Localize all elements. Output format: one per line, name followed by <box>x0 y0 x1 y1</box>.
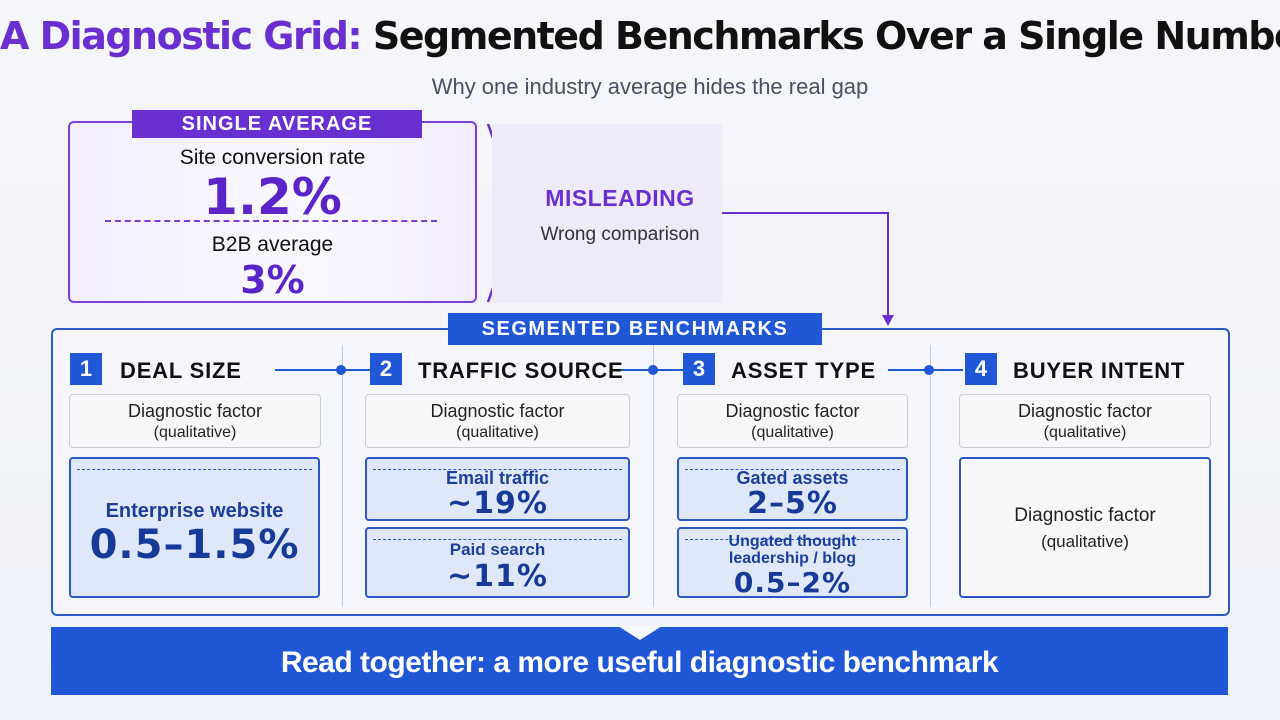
factor-line1: Diagnostic factor <box>1017 401 1153 421</box>
stat-box: Gated assets 2–5% <box>677 457 908 521</box>
stat-label: Enterprise website <box>105 500 284 522</box>
stat-value: 0.5–2% <box>733 566 852 598</box>
misleading-subtitle: Wrong comparison <box>540 224 700 245</box>
stat-label: Email traffic <box>445 468 550 488</box>
stat-box: Email traffic ~19% <box>365 457 630 521</box>
stat-label: Gated assets <box>736 468 849 488</box>
page-title: A Diagnostic Grid: Segmented Benchmarks … <box>0 14 1280 58</box>
diagnostic-factor-box: Diagnostic factor (qualitative) <box>959 394 1211 448</box>
title-accent: A Diagnostic Grid: <box>0 14 363 58</box>
stat-value: ~11% <box>447 559 548 594</box>
stat-value: 2–5% <box>747 486 838 521</box>
factor-line2: (qualitative) <box>751 424 834 441</box>
diagnostic-factor-box: Diagnostic factor (qualitative) <box>365 394 630 448</box>
stat-box-dash <box>373 469 622 470</box>
column-divider <box>342 345 343 607</box>
stat-label: Paid search <box>449 540 546 559</box>
stat-box: Enterprise website 0.5–1.5% <box>69 457 320 598</box>
connector-dot <box>924 365 934 375</box>
stat-label-line2: leadership / blog <box>728 550 857 567</box>
title-main: Segmented Benchmarks Over a Single Numbe… <box>372 14 1280 58</box>
average-divider <box>105 220 437 222</box>
stat-value: ~19% <box>447 486 548 521</box>
stat-box: Paid search ~11% <box>365 527 630 598</box>
page-subtitle: Why one industry average hides the real … <box>431 74 869 99</box>
factor-line2: (qualitative) <box>1043 424 1127 441</box>
column-number-badge: 3 <box>683 353 715 385</box>
connector-line <box>275 369 370 371</box>
stat-box: Ungated thought leadership / blog 0.5–2% <box>677 527 908 598</box>
stat-label-line1: Ungated thought <box>728 533 857 550</box>
column-heading-traffic-source: TRAFFIC SOURCE <box>418 358 624 383</box>
b2b-average-value: 3% <box>240 258 305 302</box>
column-number-badge: 2 <box>370 353 402 385</box>
stat-box-dash <box>685 469 900 470</box>
factor-line1: Diagnostic factor <box>725 401 860 421</box>
factor-line2: (qualitative) <box>153 424 237 441</box>
segmented-benchmarks-tag: SEGMENTED BENCHMARKS <box>448 313 822 345</box>
single-average-tag: SINGLE AVERAGE <box>132 110 422 138</box>
column-divider <box>653 345 654 607</box>
stat-label: Ungated thought leadership / blog <box>679 533 906 567</box>
site-conversion-label: Site conversion rate <box>179 146 366 169</box>
diagnostic-factor-box: Diagnostic factor (qualitative) <box>69 394 321 448</box>
column-heading-buyer-intent: BUYER INTENT <box>1013 358 1186 383</box>
diagnostic-factor-box: Diagnostic factor (qualitative) <box>677 394 908 448</box>
column-heading-asset-type: ASSET TYPE <box>731 358 876 383</box>
b2b-average-label: B2B average <box>211 233 334 256</box>
buyer-intent-line2: (qualitative) <box>1041 532 1129 551</box>
connector-dot <box>648 365 658 375</box>
column-number-badge: 1 <box>70 353 102 385</box>
stat-box-dash <box>373 539 622 540</box>
column-number-badge: 4 <box>965 353 997 385</box>
connector-dot <box>336 365 346 375</box>
misleading-title: MISLEADING <box>545 185 695 211</box>
single-average-box <box>68 121 477 303</box>
column-divider <box>930 345 931 607</box>
column-heading-deal-size: DEAL SIZE <box>120 358 242 383</box>
factor-line1: Diagnostic factor <box>430 401 565 421</box>
factor-line1: Diagnostic factor <box>127 401 263 421</box>
misleading-panel <box>492 124 722 303</box>
stat-box-dash <box>685 539 900 540</box>
stat-value: 0.5–1.5% <box>89 522 300 568</box>
factor-line2: (qualitative) <box>456 424 539 441</box>
banner-notch <box>618 626 662 640</box>
stat-box-dash <box>77 469 312 470</box>
site-conversion-value: 1.2% <box>203 168 342 226</box>
buyer-intent-box: Diagnostic factor (qualitative) <box>959 457 1211 598</box>
elbow-arrow-icon <box>722 212 894 326</box>
buyer-intent-line1: Diagnostic factor <box>1014 505 1156 526</box>
